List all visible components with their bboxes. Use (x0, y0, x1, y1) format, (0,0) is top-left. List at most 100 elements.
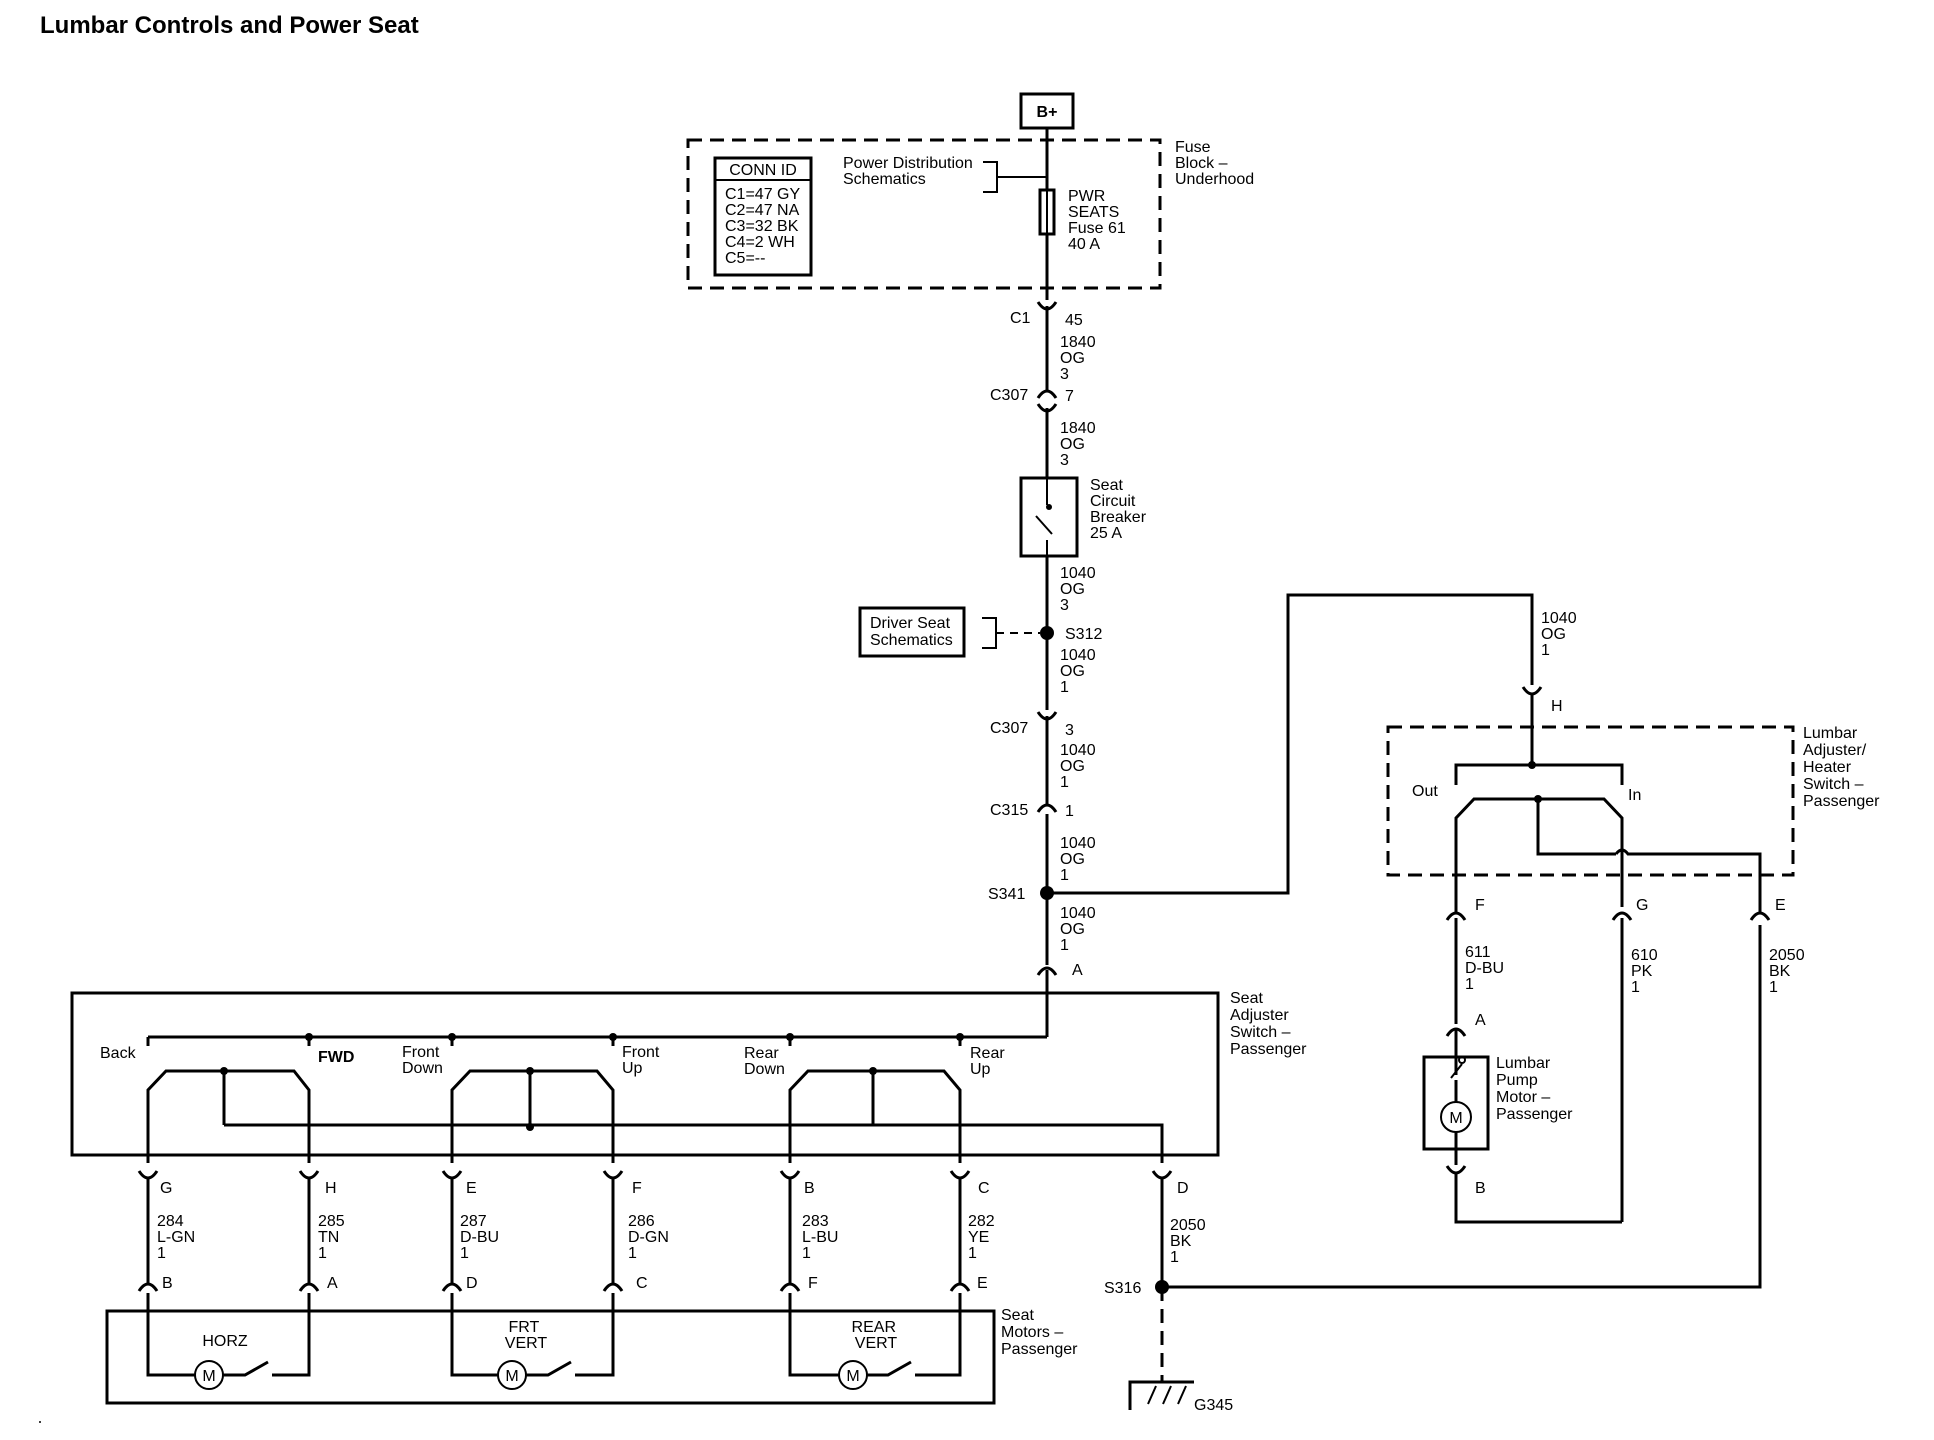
label-rear-up: Rear Up (970, 1045, 1009, 1078)
wire-1040-a: 1040 OG 3 (1060, 565, 1100, 614)
pump-pin-a: A (1475, 1012, 1486, 1029)
lumbar-switch-label: Lumbar Adjuster/ Heater Switch – Passeng… (1803, 725, 1880, 810)
conn-id-table: CONN ID C1=47 GY C2=47 NA C3=32 BK C4=2 … (713, 156, 813, 277)
wire-2050: 2050 BK 1 (1170, 1217, 1210, 1266)
s341-label: S341 (988, 886, 1025, 903)
page-title: Lumbar Controls and Power Seat (40, 12, 419, 39)
wire-285: 285 TN 1 (318, 1213, 349, 1262)
frt-vert-motor: M (450, 1293, 615, 1390)
svg-text:M: M (505, 1368, 518, 1385)
lumbar-pin-f: F (1475, 897, 1485, 914)
seat-switch-connector-a (1036, 966, 1058, 976)
svg-text:M: M (846, 1368, 859, 1385)
fuse-block-outline (686, 138, 1162, 290)
wire-1040-d: 1040 OG 1 (1060, 835, 1100, 884)
lumbar-switch-connector-h (1521, 686, 1543, 696)
s312-label: S312 (1065, 626, 1102, 643)
wire-1840-b: 1840 OG 3 (1060, 420, 1100, 469)
motor-pin-a: A (327, 1275, 338, 1292)
switch-ground-bus (224, 1123, 1164, 1163)
rear-vert-switch-contacts (788, 1069, 962, 1163)
lumbar-pin-e: E (1775, 897, 1786, 914)
lumbar-feed-wire (1047, 593, 1534, 895)
label-back: Back (100, 1045, 137, 1062)
motor-pin-c: C (636, 1275, 648, 1292)
rear-vert-motor-label: REAR VERT (852, 1319, 901, 1352)
c307-pin-a: 7 (1065, 388, 1074, 405)
circuit-breaker (1019, 476, 1079, 558)
switch-pin-d: D (1177, 1180, 1189, 1197)
pump-connector-a (1445, 1027, 1467, 1037)
frt-vert-motor-label: FRT VERT (505, 1319, 548, 1352)
battery-label: B+ (1037, 104, 1058, 121)
c307-label-b: C307 (990, 720, 1028, 737)
motor-pin-f: F (808, 1275, 818, 1292)
c1-label: C1 (1010, 310, 1031, 327)
switch-pin-f: F (632, 1180, 642, 1197)
c307-connector-a (1036, 389, 1058, 399)
lumbar-pin-h: H (1551, 698, 1563, 715)
label-fwd: FWD (318, 1049, 354, 1066)
wire-1040-e: 1040 OG 1 (1060, 905, 1100, 954)
label-rear-down: Rear Down (744, 1045, 785, 1078)
wire-1040-c: 1040 OG 1 (1060, 742, 1100, 791)
motor-pin-b: B (162, 1275, 173, 1292)
svg-text:M: M (202, 1368, 215, 1385)
wire-610: 610 PK 1 (1631, 947, 1662, 996)
seat-motors-label: Seat Motors – Passenger (1001, 1307, 1078, 1358)
driver-seat-ref-label: Driver Seat Schematics (870, 615, 954, 649)
c315-connector (1036, 803, 1058, 813)
motor-wires (146, 1177, 962, 1285)
seat-adjuster-switch (70, 991, 1220, 1157)
rear-vert-motor: M (788, 1293, 962, 1390)
c1-pin: 45 (1065, 312, 1083, 329)
wire-1040-lumbar: 1040 OG 1 (1541, 610, 1581, 659)
switch-pin-c: C (978, 1180, 990, 1197)
switch-bottom-connectors (137, 1170, 1173, 1180)
seat-adjuster-switch-label: Seat Adjuster Switch – Passenger (1230, 990, 1307, 1058)
wire-287: 287 D-BU 1 (460, 1213, 504, 1262)
lumbar-out-label: Out (1412, 783, 1438, 800)
conn-id-rows: C1=47 GY C2=47 NA C3=32 BK C4=2 WH C5=-- (725, 186, 804, 267)
conn-id-header: CONN ID (729, 162, 797, 179)
motor-top-connectors (137, 1282, 971, 1292)
wire-1040-b: 1040 OG 1 (1060, 647, 1100, 696)
horz-switch-contacts (146, 1069, 311, 1163)
fuse-label: PWR SEATS Fuse 61 40 A (1068, 188, 1130, 253)
c315-pin: 1 (1065, 803, 1074, 820)
power-dist-label: Power Distribution Schematics (843, 155, 977, 188)
lumbar-adjuster-switch (1386, 725, 1795, 877)
c307-pin-b: 3 (1065, 722, 1074, 739)
switch-pin-e: E (466, 1180, 477, 1197)
switch-pin-b: B (804, 1180, 815, 1197)
lumbar-pin-g: G (1636, 897, 1648, 914)
ground-symbol (1128, 1380, 1194, 1410)
lumbar-in-label: In (1628, 787, 1641, 804)
s312-splice (1040, 626, 1054, 640)
circuit-breaker-label: Seat Circuit Breaker 25 A (1090, 477, 1150, 542)
pump-label: Lumbar Pump Motor – Passenger (1496, 1055, 1573, 1123)
c315-label: C315 (990, 802, 1028, 819)
motor-pin-e: E (977, 1275, 988, 1292)
ground-label: G345 (1194, 1397, 1233, 1414)
motor-pin-d: D (466, 1275, 478, 1292)
wire-286: 286 D-GN 1 (628, 1213, 673, 1262)
pump-pin-b: B (1475, 1180, 1486, 1197)
label-front-down: Front Down (402, 1044, 444, 1077)
seat-switch-pin-a: A (1072, 962, 1083, 979)
front-vert-switch-contacts (450, 1069, 615, 1163)
horz-motor: M (146, 1293, 311, 1390)
wire-1840-a: 1840 OG 3 (1060, 334, 1100, 383)
wire-282: 282 YE 1 (968, 1213, 999, 1262)
switch-pin-h: H (325, 1180, 337, 1197)
power-dist-bracket (983, 161, 1047, 193)
wire-611: 611 D-BU 1 (1465, 944, 1509, 993)
s316-label: S316 (1104, 1280, 1141, 1297)
seat-motors (105, 1309, 996, 1405)
c307-label-a: C307 (990, 387, 1028, 404)
pump-connector-b (1445, 1165, 1467, 1175)
wire-2050-lumbar: 2050 BK 1 (1769, 947, 1809, 996)
driver-seat-ref-box (858, 606, 966, 658)
pump-motor-symbol: M (1449, 1110, 1462, 1127)
